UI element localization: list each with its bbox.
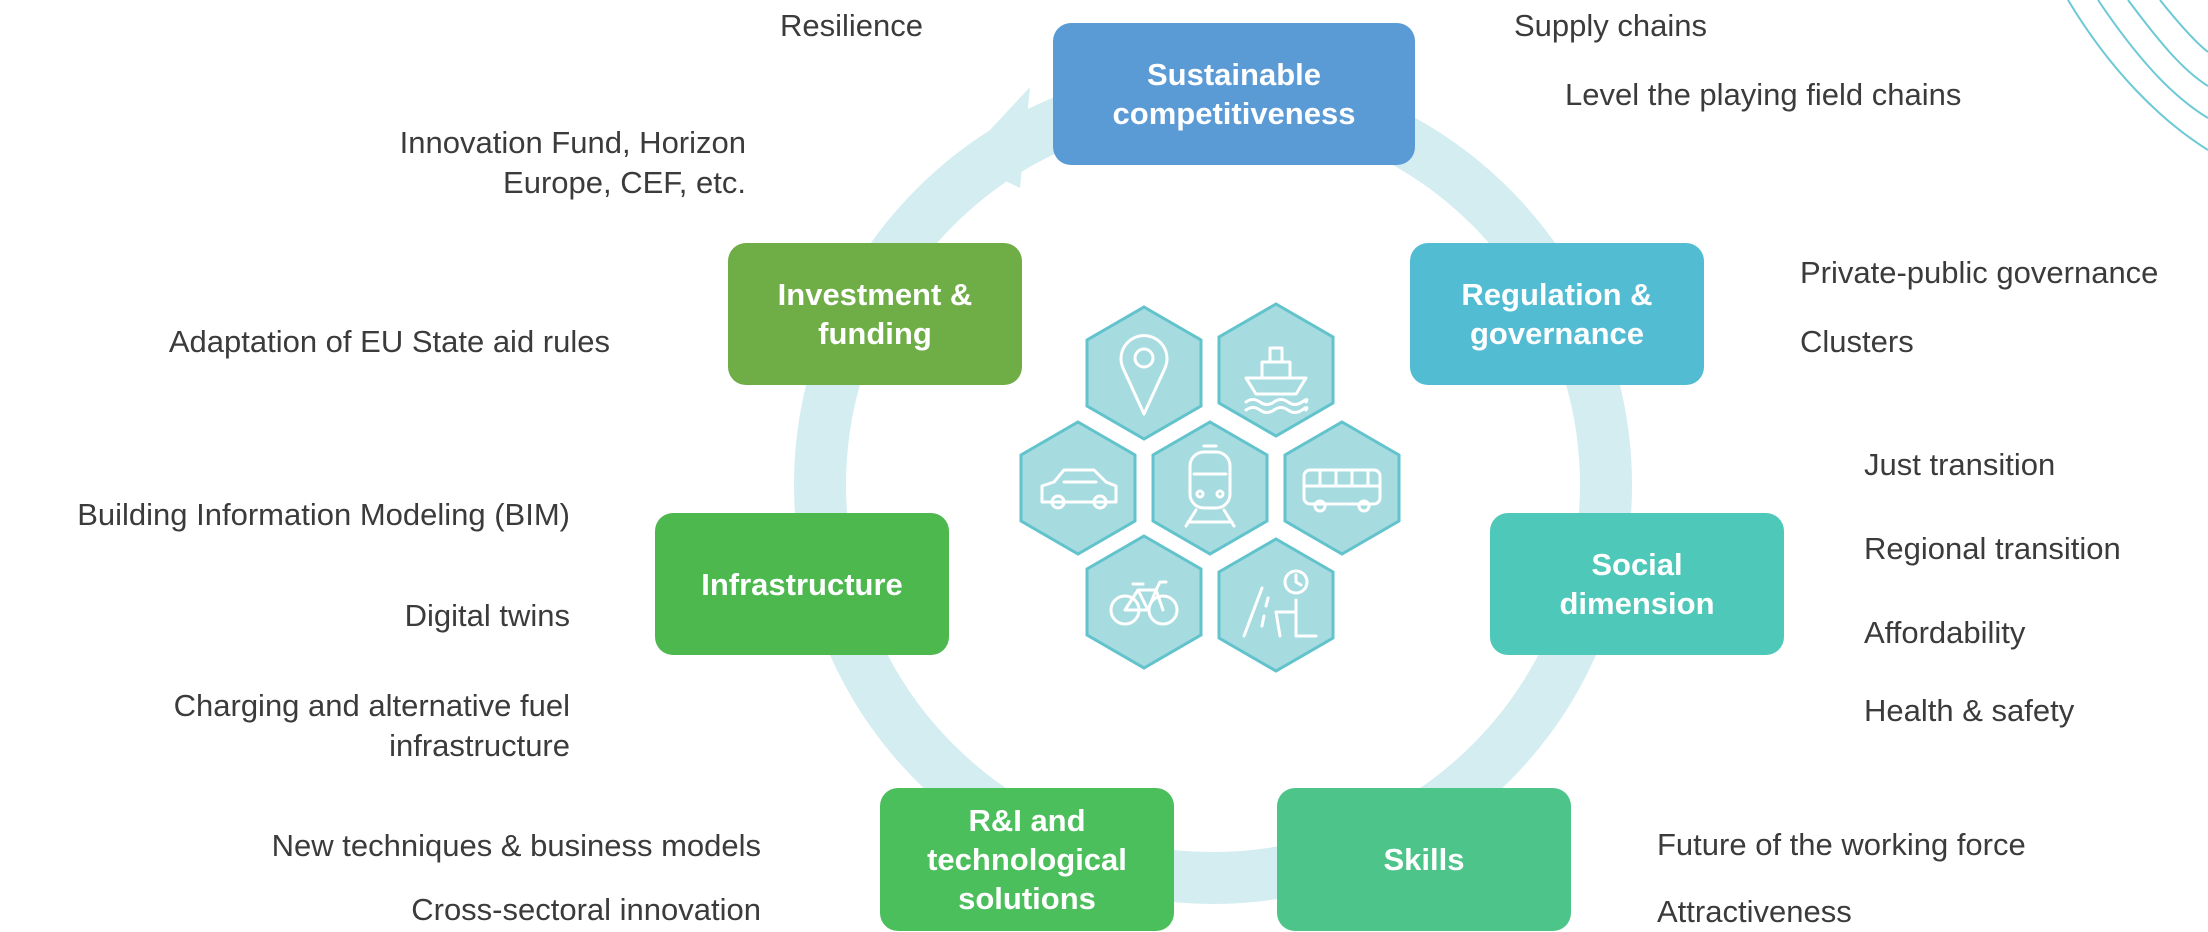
node-regulation-governance[interactable]: Regulation & governance	[1410, 243, 1704, 385]
label-digital-twins: Digital twins	[404, 598, 570, 633]
ship-icon	[1244, 346, 1309, 414]
node-label: Regulation & governance	[1461, 277, 1653, 351]
node-sustainable-competitiveness[interactable]: Sustainable competitiveness	[1053, 23, 1415, 165]
node-label: R&I and technological solutions	[927, 803, 1127, 916]
label-regional-transition: Regional transition	[1864, 531, 2121, 566]
label-new-techniques: New techniques & business models	[271, 828, 761, 863]
node-label: Sustainable competitiveness	[1112, 57, 1356, 131]
label-future-working-force: Future of the working force	[1657, 827, 2026, 862]
bicycle-icon	[1109, 580, 1179, 626]
label-attractiveness: Attractiveness	[1657, 894, 1852, 929]
car-icon	[1040, 468, 1118, 510]
node-ri-solutions[interactable]: R&I and technological solutions	[880, 788, 1174, 931]
label-bim: Building Information Modeling (BIM)	[77, 497, 570, 532]
node-label: Infrastructure	[701, 566, 903, 602]
label-affordability: Affordability	[1864, 615, 2026, 650]
road-clock-icon	[1242, 569, 1318, 638]
label-level-playing-field: Level the playing field chains	[1565, 77, 1962, 112]
node-social-dimension[interactable]: Social dimension	[1490, 513, 1784, 655]
node-investment-funding[interactable]: Investment & funding	[728, 243, 1022, 385]
cycle-arrowhead	[962, 87, 1030, 188]
label-adaptation-state-aid: Adaptation of EU State aid rules	[168, 324, 610, 359]
label-cross-sectoral: Cross-sectoral innovation	[411, 892, 761, 927]
node-label: Investment & funding	[777, 277, 973, 351]
label-private-public-governance: Private-public governance	[1800, 255, 2159, 290]
node-skills[interactable]: Skills	[1277, 788, 1571, 931]
train-icon	[1184, 444, 1236, 528]
node-label: Social dimension	[1559, 547, 1715, 621]
label-just-transition: Just transition	[1864, 447, 2056, 482]
bus-icon	[1302, 468, 1382, 513]
node-infrastructure[interactable]: Infrastructure	[655, 513, 949, 655]
node-label: Skills	[1383, 842, 1465, 877]
label-clusters: Clusters	[1800, 324, 1914, 359]
label-resilience: Resilience	[780, 8, 924, 43]
label-charging-infra: Charging and alternative fuel infrastruc…	[173, 688, 570, 763]
label-supply-chains: Supply chains	[1514, 8, 1708, 43]
label-innovation-fund: Innovation Fund, Horizon Europe, CEF, et…	[399, 125, 746, 200]
location-pin-icon	[1119, 334, 1169, 416]
label-health-safety: Health & safety	[1864, 693, 2075, 728]
